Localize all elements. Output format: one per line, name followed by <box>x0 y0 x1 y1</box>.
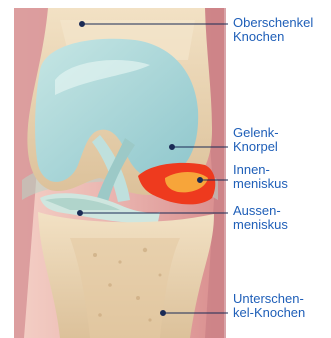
label-inner-meniscus: Innen- meniskus <box>233 163 288 191</box>
label-femur: Oberschenkel Knochen <box>233 16 313 44</box>
label-articular-cartilage: Gelenk- Knorpel <box>233 126 279 154</box>
label-tibia: Unterschen- kel-Knochen <box>233 292 305 320</box>
label-outer-meniscus: Aussen- meniskus <box>233 204 288 232</box>
tibia-bone <box>38 212 214 338</box>
